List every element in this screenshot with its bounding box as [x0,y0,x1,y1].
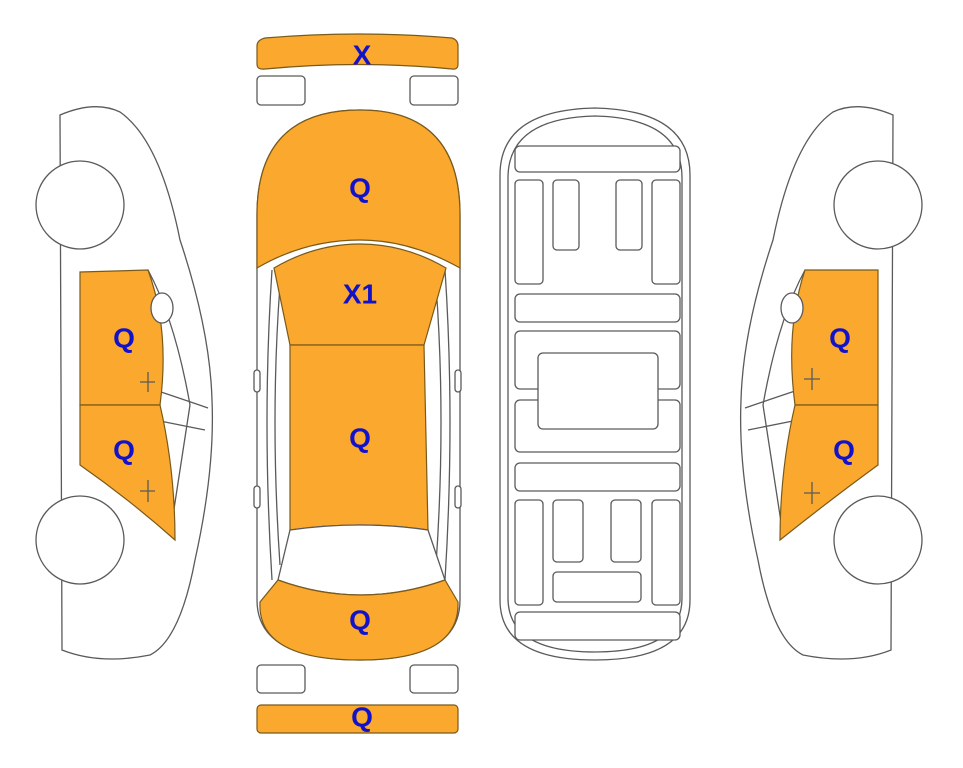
underbody-view [499,107,691,661]
roof-code: Q [349,422,371,453]
left-rear-door-code: Q [113,434,135,465]
trunk-panel[interactable] [259,579,459,661]
front-bumper-panel[interactable] [256,33,459,70]
left-rear-handle [253,485,261,509]
hood-code: Q [349,172,371,203]
rear-window [277,524,446,596]
rear-bumper-code: Q [351,701,373,732]
right-taillight [409,664,459,694]
left-rear-wheel [35,495,125,585]
left-mirror [253,369,261,393]
hood-panel[interactable] [256,109,461,270]
right-rear-door-code: Q [833,434,855,465]
front-bumper-group: X [256,33,459,106]
windshield-panel[interactable] [273,243,447,346]
right-rear-handle [454,485,462,509]
left-front-wheel [35,160,125,250]
windshield-code: X1 [343,278,377,309]
right-rear-door-panel[interactable] [779,404,879,542]
right-mirror [454,369,462,393]
left-headlight [256,75,306,106]
trunk-code: Q [349,604,371,635]
left-taillight [256,664,306,694]
right-headlight [409,75,459,106]
left-rear-door-panel[interactable] [79,404,176,542]
top-view-car: Q X1 Q Q [253,109,462,661]
right-side-view: Q Q [739,106,923,660]
rear-bumper-group: Q [256,664,459,734]
left-side-view: Q Q [35,106,214,660]
right-front-wheel [833,160,923,250]
right-rear-wheel [833,495,923,585]
right-front-door-code: Q [829,322,851,353]
left-front-door-code: Q [113,322,135,353]
rear-bumper-panel[interactable] [256,704,459,734]
front-bumper-code: X [353,39,372,70]
